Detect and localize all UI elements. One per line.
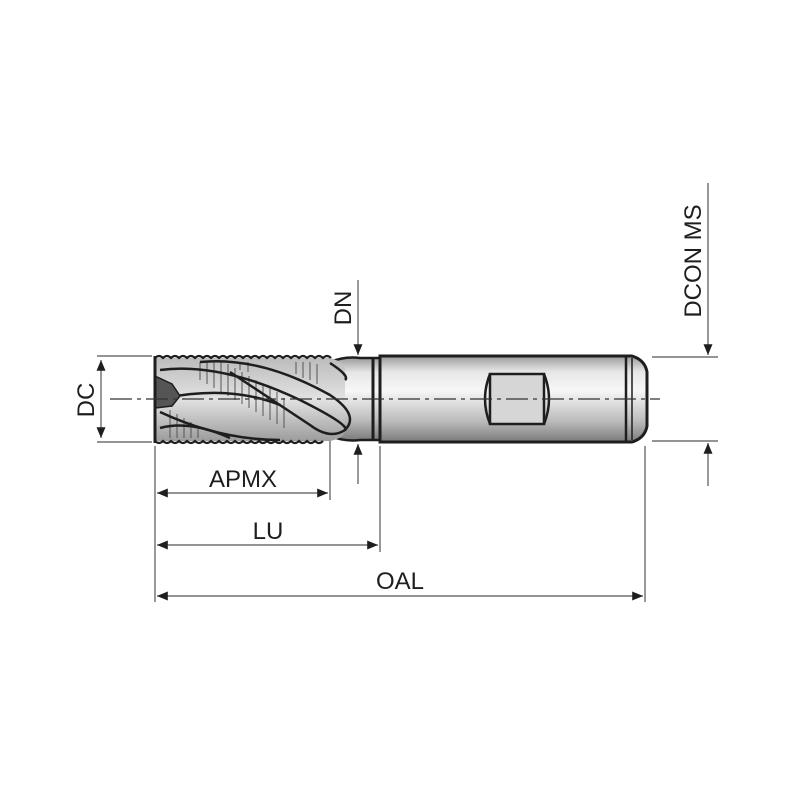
dc-dimension: DC [73, 360, 106, 439]
oal-dimension: OAL [157, 568, 643, 601]
dcon-ms-label: DCON MS [680, 204, 707, 317]
dcon-ms-dimension: DCON MS [680, 183, 713, 486]
dc-label: DC [73, 383, 100, 418]
extension-lines [97, 355, 718, 602]
apmx-dimension: APMX [157, 466, 329, 498]
lu-dimension: LU [157, 518, 379, 550]
apmx-label: APMX [209, 466, 277, 493]
lu-label: LU [253, 518, 284, 545]
dn-dimension: DN [330, 280, 363, 484]
oal-label: OAL [376, 568, 424, 595]
dn-label: DN [330, 291, 357, 326]
